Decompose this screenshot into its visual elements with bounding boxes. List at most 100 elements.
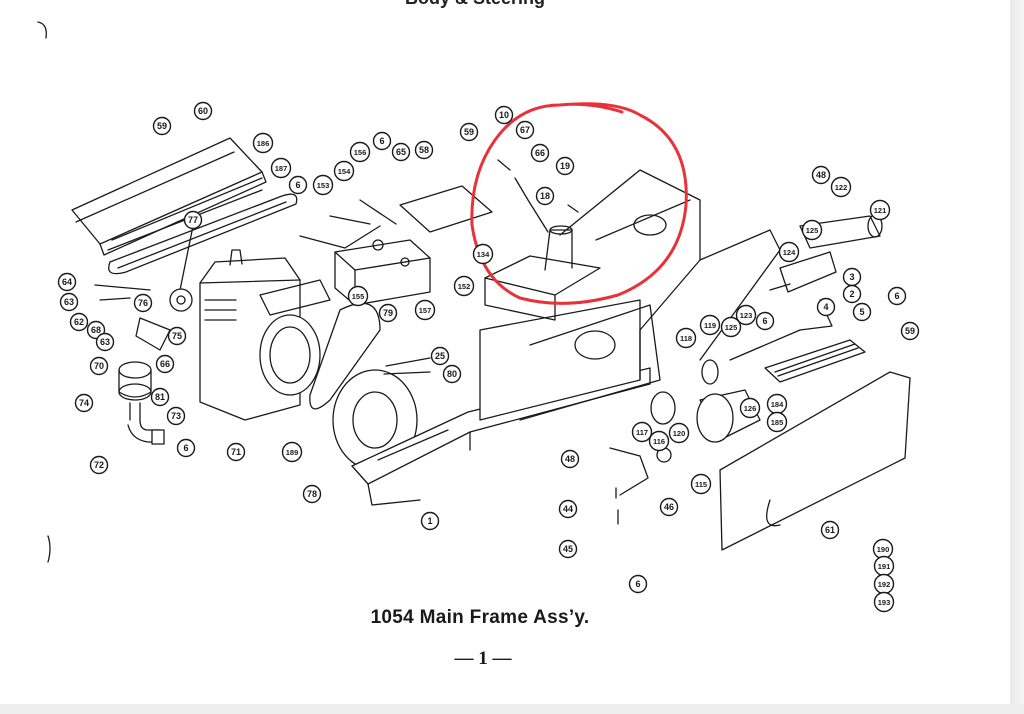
callout-63: 63 (95, 332, 115, 352)
callout-label: 63 (64, 297, 74, 307)
callout-label: 6 (894, 291, 899, 301)
callout-18: 18 (535, 186, 555, 206)
callout-label: 63 (100, 337, 110, 347)
linkage-left (94, 284, 193, 351)
callout-label: 154 (338, 167, 351, 176)
page-bottom-edge (0, 704, 1024, 714)
callout-63: 63 (59, 292, 79, 312)
callout-label: 81 (155, 392, 165, 402)
callout-label: 2 (849, 289, 854, 299)
callout-label: 64 (62, 277, 72, 287)
callout-118: 118 (675, 327, 697, 349)
callout-label: 190 (877, 545, 890, 554)
callout-186: 186 (252, 132, 274, 154)
callout-6: 6 (628, 574, 648, 594)
callout-184: 184 (766, 393, 788, 415)
callout-label: 25 (435, 351, 445, 361)
callout-label: 5 (859, 307, 864, 317)
callout-123: 123 (735, 304, 757, 326)
callout-label: 66 (160, 359, 170, 369)
callout-label: 121 (874, 206, 887, 215)
callout-label: 6 (635, 579, 640, 589)
callout-58: 58 (414, 140, 434, 160)
callout-label: 192 (878, 580, 891, 589)
callout-label: 189 (286, 448, 299, 457)
callout-label: 6 (379, 136, 384, 146)
callout-3: 3 (842, 267, 862, 287)
callout-19: 19 (555, 156, 575, 176)
callout-label: 59 (905, 326, 915, 336)
callout-label: 156 (354, 148, 367, 157)
callout-61: 61 (820, 520, 840, 540)
highlight-circle (470, 102, 688, 305)
callout-label: 119 (704, 321, 716, 330)
callout-5: 5 (852, 302, 872, 322)
callout-67: 67 (515, 120, 535, 140)
callout-66: 66 (155, 354, 175, 374)
callout-46: 46 (659, 497, 679, 517)
callout-190: 190 (872, 538, 894, 560)
callout-59: 59 (459, 122, 479, 142)
page-edge-shadow (1010, 0, 1024, 714)
callout-label: 18 (540, 191, 550, 201)
callout-126: 126 (739, 397, 761, 419)
callout-label: 155 (352, 292, 365, 301)
callout-1: 1 (420, 511, 440, 531)
callout-label: 152 (458, 282, 471, 291)
cut-off-header: Body & Steering (405, 0, 545, 9)
figure-title: 1054 Main Frame Ass’y. (370, 607, 590, 628)
callout-label: 59 (464, 127, 474, 137)
callout-label: 122 (835, 183, 848, 192)
callout-label: 60 (198, 106, 208, 116)
callout-label: 118 (680, 334, 692, 343)
callout-59: 59 (152, 116, 172, 136)
callout-153: 153 (312, 174, 334, 196)
callout-25: 25 (430, 346, 450, 366)
callout-64: 64 (57, 272, 77, 292)
callout-label: 185 (771, 418, 784, 427)
callout-label: 68 (91, 325, 101, 335)
callout-48: 48 (560, 449, 580, 469)
callout-6: 6 (887, 286, 907, 306)
callout-193: 193 (873, 591, 895, 613)
callout-60: 60 (193, 101, 213, 121)
callout-80: 80 (442, 364, 462, 384)
callout-45: 45 (558, 539, 578, 559)
callout-6: 6 (288, 175, 308, 195)
callout-189: 189 (281, 441, 303, 463)
callout-label: 46 (664, 502, 674, 512)
pedal-4 (764, 299, 866, 383)
callout-185: 185 (766, 411, 788, 433)
callout-75: 75 (167, 326, 187, 346)
rod-77 (177, 225, 194, 301)
callout-label: 184 (771, 400, 784, 409)
bracket-153 (299, 225, 381, 249)
callout-117: 117 (631, 421, 653, 443)
callout-label: 76 (138, 298, 148, 308)
callout-label: 72 (94, 460, 104, 470)
callout-120: 120 (668, 422, 690, 444)
callout-label: 187 (275, 164, 288, 173)
callout-label: 124 (783, 248, 796, 257)
callout-78: 78 (302, 484, 322, 504)
binder-mark (37, 21, 47, 39)
callout-label: 67 (520, 125, 530, 135)
callout-121: 121 (869, 199, 891, 221)
callout-label: 3 (849, 272, 854, 282)
callout-label: 44 (563, 504, 573, 514)
callout-label: 115 (695, 480, 707, 489)
callout-157: 157 (414, 299, 436, 321)
callout-48: 48 (811, 165, 831, 185)
fuel-plate (484, 225, 601, 321)
pedal-rod-44 (609, 447, 649, 496)
callout-label: 153 (317, 181, 330, 190)
callout-125: 125 (801, 219, 823, 241)
callout-label: 74 (79, 398, 89, 408)
callout-label: 123 (740, 311, 753, 320)
callout-label: 120 (673, 429, 686, 438)
callout-label: 126 (744, 404, 757, 413)
callout-192: 192 (873, 573, 895, 595)
callout-label: 10 (499, 110, 509, 120)
rod-66 (514, 177, 549, 233)
